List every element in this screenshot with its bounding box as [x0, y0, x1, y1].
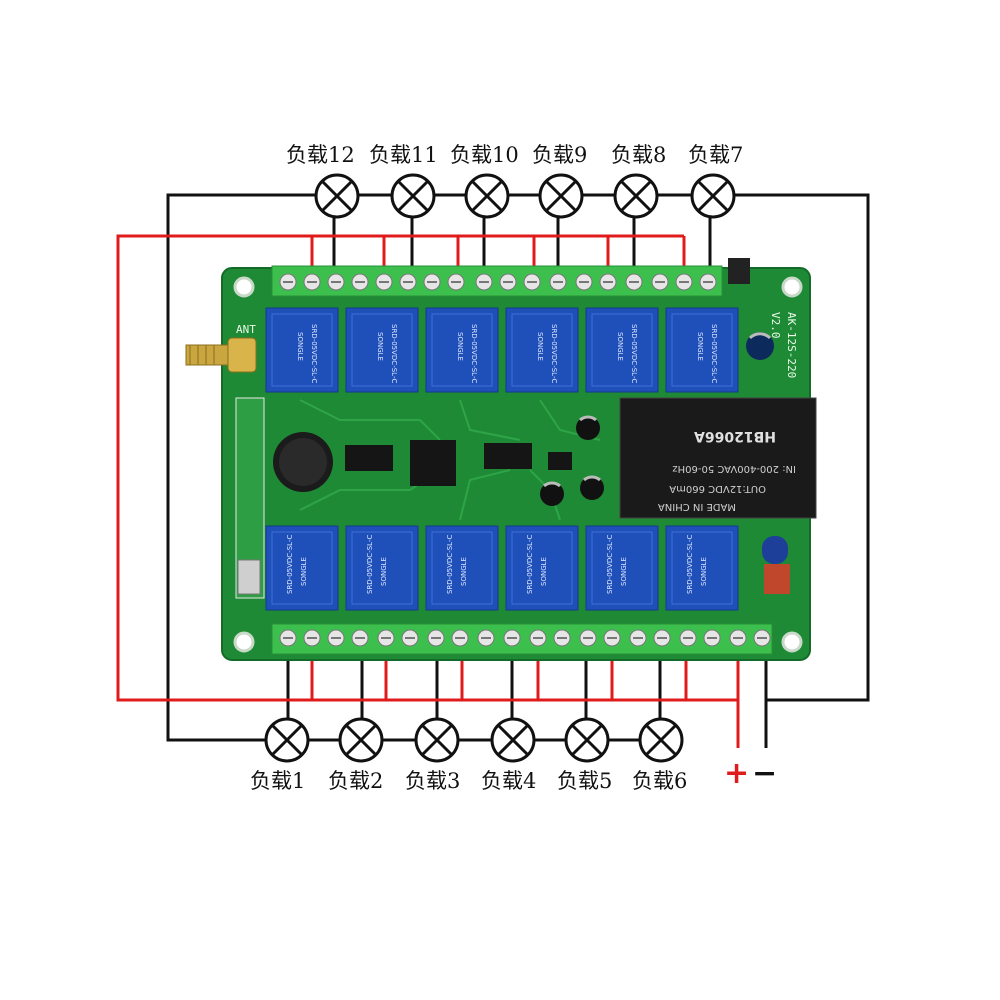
relay-brand-text: SONGLE [616, 332, 624, 361]
wire-negative-left [166, 193, 315, 742]
antenna-connector [185, 337, 257, 373]
relay: SRD-05VDC-SL-C SONGLE [265, 525, 339, 611]
load-label: 负载12 [286, 143, 355, 167]
top-loads: 负载12 负载11 负载10 负载9 负载8 负载7 [286, 143, 743, 219]
load-label: 负载1 [250, 769, 305, 793]
relay: SRD-05VDC-SL-C SONGLE [585, 525, 659, 611]
terminal-block-bottom [271, 623, 773, 655]
wire-negative-right [735, 193, 870, 748]
load-label: 负载3 [405, 769, 460, 793]
mounting-holes [233, 276, 803, 653]
relay-model-text: SRD-05VDC-SL-C [686, 535, 694, 594]
power-module: MADE IN CHINA OUT:12VDC 660mA IN: 200-40… [619, 397, 817, 519]
relay-model-text: SRD-05VDC-SL-C [366, 535, 374, 594]
bottom-loads: 负载1 负载2 负载3 负载4 负载5 负载6 [250, 717, 687, 793]
load-label: 负载5 [557, 769, 612, 793]
relay-model-text: SRD-05VDC-SL-C [710, 324, 718, 383]
load-label: 负载8 [611, 143, 666, 167]
load-label: 负载4 [481, 769, 536, 793]
relays-bottom-row: SRD-05VDC-SL-C SONGLE SRD-05VDC-SL-C SONGLE… [265, 525, 739, 611]
relay: SRD-05VDC-SL-C SONGLE [345, 525, 419, 611]
relay-model-text: SRD-05VDC-SL-C [446, 535, 454, 594]
power-module-brand: HB12066A [694, 428, 776, 444]
load-label: 负载9 [532, 143, 587, 167]
wire-positive-bus [116, 234, 740, 748]
relay-brand-text: SONGLE [456, 332, 464, 361]
relay-brand-text: SONGLE [696, 332, 704, 361]
ic-chip-2 [484, 443, 532, 469]
relay: SRD-05VDC-SL-C SONGLE [425, 525, 499, 611]
relay-board: SRD-05VDC-SL-C SONGLE SRD-05VDC-SL-C SONGLE… [185, 258, 817, 661]
power-module-made-in: MADE IN CHINA [658, 501, 736, 512]
lamp-icon [264, 717, 310, 763]
lamp-icon [464, 173, 510, 219]
relay-brand-text: SONGLE [376, 332, 384, 361]
relay-brand-text: SONGLE [700, 557, 708, 586]
lamp-icon [338, 717, 384, 763]
relay: SRD-05VDC-SL-C SONGLE [505, 307, 579, 393]
microcontroller [410, 440, 456, 486]
relay-brand-text: SONGLE [620, 557, 628, 586]
relay-brand-text: SONGLE [536, 332, 544, 361]
relay: SRD-05VDC-SL-C SONGLE [505, 525, 579, 611]
load-label: 负载2 [328, 769, 383, 793]
load-label: 负载10 [450, 143, 519, 167]
lamp-icon [638, 717, 684, 763]
power-plus-sign: + [724, 756, 749, 791]
load-label: 负载11 [369, 143, 438, 167]
relay: SRD-05VDC-SL-C SONGLE [665, 307, 739, 393]
relay-brand-text: SONGLE [540, 557, 548, 586]
model-label: AK-12S-220 [785, 312, 798, 378]
relay-model-text: SRD-05VDC-SL-C [310, 324, 318, 383]
relay: SRD-05VDC-SL-C SONGLE [665, 525, 739, 611]
ic-chip-1 [345, 445, 393, 471]
relays-top-row: SRD-05VDC-SL-C SONGLE SRD-05VDC-SL-C SONGLE… [265, 307, 739, 393]
relay-brand-text: SONGLE [380, 557, 388, 586]
antenna-label: ANT [236, 323, 256, 336]
relay: SRD-05VDC-SL-C SONGLE [265, 307, 339, 393]
switch [728, 258, 750, 284]
relay: SRD-05VDC-SL-C SONGLE [425, 307, 499, 393]
relay-model-text: SRD-05VDC-SL-C [286, 535, 294, 594]
relay: SRD-05VDC-SL-C SONGLE [585, 307, 659, 393]
capacitors [540, 332, 790, 594]
relay-model-text: SRD-05VDC-SL-C [390, 324, 398, 383]
load-label: 负载7 [688, 143, 743, 167]
load-label: 负载6 [632, 769, 687, 793]
lamp-icon [564, 717, 610, 763]
lamp-icon [613, 173, 659, 219]
lamp-icon [390, 173, 436, 219]
relay: SRD-05VDC-SL-C SONGLE [345, 307, 419, 393]
relay-model-text: SRD-05VDC-SL-C [470, 324, 478, 383]
relay-model-text: SRD-05VDC-SL-C [550, 324, 558, 383]
lamp-icon [490, 717, 536, 763]
relay-model-text: SRD-05VDC-SL-C [630, 324, 638, 383]
terminal-screws-top [279, 273, 717, 291]
lamp-icon [690, 173, 736, 219]
relay-brand-text: SONGLE [296, 332, 304, 361]
relay-brand-text: SONGLE [300, 557, 308, 586]
lamp-icon [538, 173, 584, 219]
relay-model-text: SRD-05VDC-SL-C [526, 535, 534, 594]
power-module-output: OUT:12VDC 660mA [669, 483, 766, 494]
relay-brand-text: SONGLE [460, 557, 468, 586]
lamp-icon [314, 173, 360, 219]
power-minus-sign: − [752, 756, 777, 791]
crystal [237, 559, 261, 595]
transistor [548, 452, 572, 470]
power-module-input: IN: 200-400VAC 50-60Hz [672, 463, 796, 474]
terminal-block-top [271, 265, 723, 297]
relay-model-text: SRD-05VDC-SL-C [606, 535, 614, 594]
terminal-screws-bottom [279, 629, 771, 647]
lamp-icon [414, 717, 460, 763]
version-label: V2.0 [769, 312, 782, 339]
